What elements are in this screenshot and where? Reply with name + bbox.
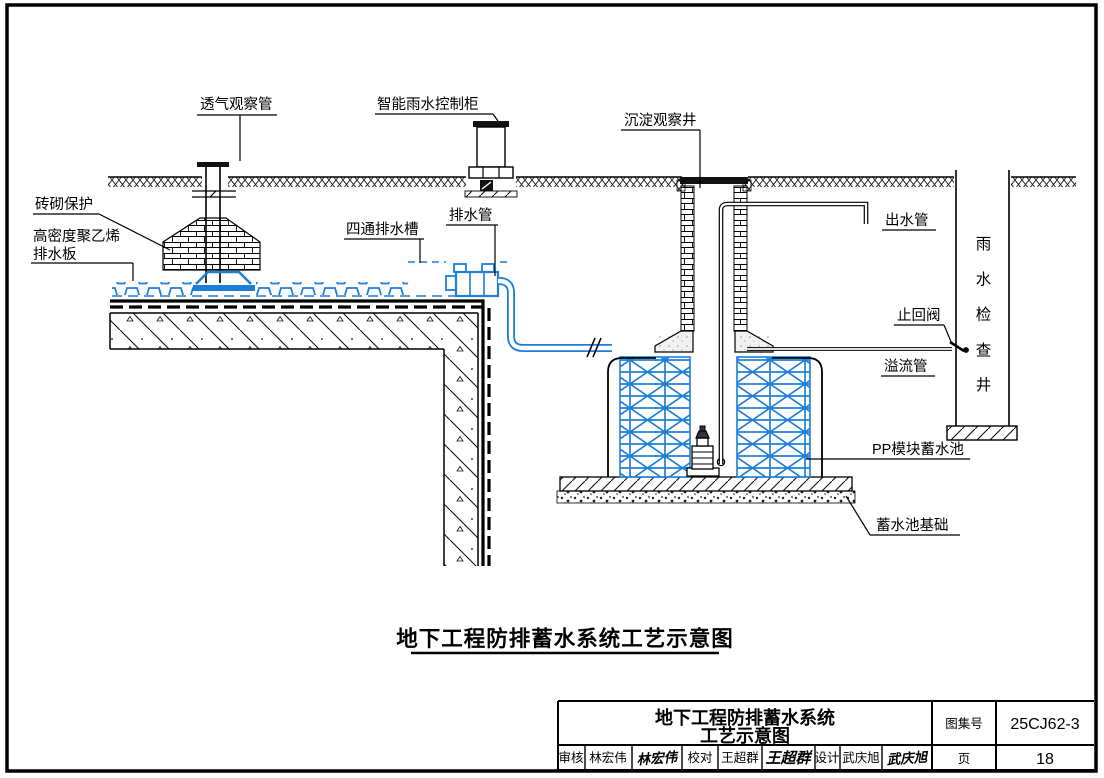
tank-foundation-slab bbox=[559, 476, 853, 492]
label-sediment-well: 沉淀观察井 bbox=[624, 111, 697, 129]
inspection-well-base bbox=[946, 425, 1018, 441]
concrete-section bbox=[110, 313, 478, 566]
tank-membrane-right bbox=[772, 357, 823, 477]
label-control-cabinet: 智能雨水控制柜 bbox=[377, 96, 479, 113]
well-shaft-right bbox=[733, 185, 748, 332]
pp-module-block-left bbox=[619, 356, 691, 478]
proofreader-signature: 王超群 bbox=[765, 750, 813, 767]
proofreader-name: 王超群 bbox=[721, 750, 759, 765]
waterproof-layer-solid bbox=[110, 299, 485, 566]
label-drain-pipe: 排水管 bbox=[449, 207, 493, 224]
designer-name: 武庆旭 bbox=[842, 751, 880, 765]
label-vent-pipe: 透气观察管 bbox=[200, 95, 273, 113]
title-block: 地下工程防排蓄水系统 工艺示意图 图集号 25CJ62-3 页 18 审核 林宏… bbox=[557, 700, 1094, 771]
label-check-valve: 止回阀 bbox=[897, 307, 941, 324]
waterproof-layer-dashed bbox=[110, 305, 491, 566]
pp-module-block-right bbox=[736, 356, 811, 478]
well-shaft-left bbox=[680, 185, 695, 332]
label-rain-inspection-well: 雨水检查井 bbox=[974, 235, 992, 392]
well-cover bbox=[680, 177, 748, 184]
vent-pipe-assembly bbox=[162, 162, 261, 291]
label-tank-foundation: 蓄水池基础 bbox=[876, 517, 949, 534]
vent-pipe-flange bbox=[197, 162, 229, 167]
inspection-well bbox=[946, 170, 1018, 441]
titleblock-title-line1: 地下工程防排蓄水系统 bbox=[655, 707, 835, 728]
pipe-break-symbol bbox=[586, 337, 602, 358]
drawing-caption: 地下工程防排蓄水系统工艺示意图 bbox=[396, 626, 734, 655]
atlas-no-label: 图集号 bbox=[945, 716, 983, 731]
cabinet-foundation bbox=[464, 190, 518, 198]
designer-signature: 武庆旭 bbox=[886, 750, 929, 768]
pipe-break-symbol bbox=[192, 190, 236, 198]
label-outlet-pipe: 出水管 bbox=[885, 212, 929, 229]
tank-gravel-bed bbox=[556, 490, 856, 504]
building-structure bbox=[109, 299, 491, 566]
caption-text: 地下工程防排蓄水系统工艺示意图 bbox=[396, 626, 734, 651]
cabinet-pedestal bbox=[468, 166, 514, 179]
reviewer-name: 林宏伟 bbox=[589, 750, 627, 765]
submersible-pump bbox=[686, 425, 726, 477]
vent-pipe bbox=[205, 167, 221, 283]
callouts bbox=[31, 113, 970, 536]
review-label: 审核 bbox=[558, 750, 584, 765]
reviewer-signature: 林宏伟 bbox=[636, 749, 680, 767]
four-way-channel bbox=[408, 261, 512, 298]
drainage-dome bbox=[195, 270, 252, 285]
label-overflow-pipe: 溢流管 bbox=[884, 358, 928, 375]
atlas-no-value: 25CJ62-3 bbox=[1010, 716, 1079, 733]
control-cabinet bbox=[464, 121, 518, 198]
label-pp-module-tank: PP模块蓄水池 bbox=[872, 441, 964, 458]
label-hdpe-board-line1: 高密度聚乙烯 bbox=[33, 228, 120, 245]
cabinet-body bbox=[476, 126, 506, 168]
label-four-way-channel: 四通排水槽 bbox=[346, 221, 419, 238]
storage-tank bbox=[556, 177, 969, 504]
proof-label: 校对 bbox=[687, 750, 712, 765]
page-label: 页 bbox=[958, 752, 971, 766]
design-label: 设计 bbox=[814, 750, 839, 765]
hdpe-drainage-board bbox=[112, 282, 480, 297]
brick-protection-mound bbox=[162, 217, 261, 271]
label-hdpe-board-line2: 排水板 bbox=[33, 245, 77, 263]
ground-surface bbox=[108, 176, 1076, 187]
sheet-border bbox=[5, 3, 1098, 773]
drain-pipe-run bbox=[498, 277, 612, 358]
cabinet-cap bbox=[473, 121, 509, 127]
label-brick-protection: 砖砌保护 bbox=[35, 196, 93, 213]
tank-membrane-left bbox=[607, 357, 656, 477]
page-number: 18 bbox=[1036, 751, 1054, 768]
titleblock-title-line2: 工艺示意图 bbox=[700, 725, 790, 746]
